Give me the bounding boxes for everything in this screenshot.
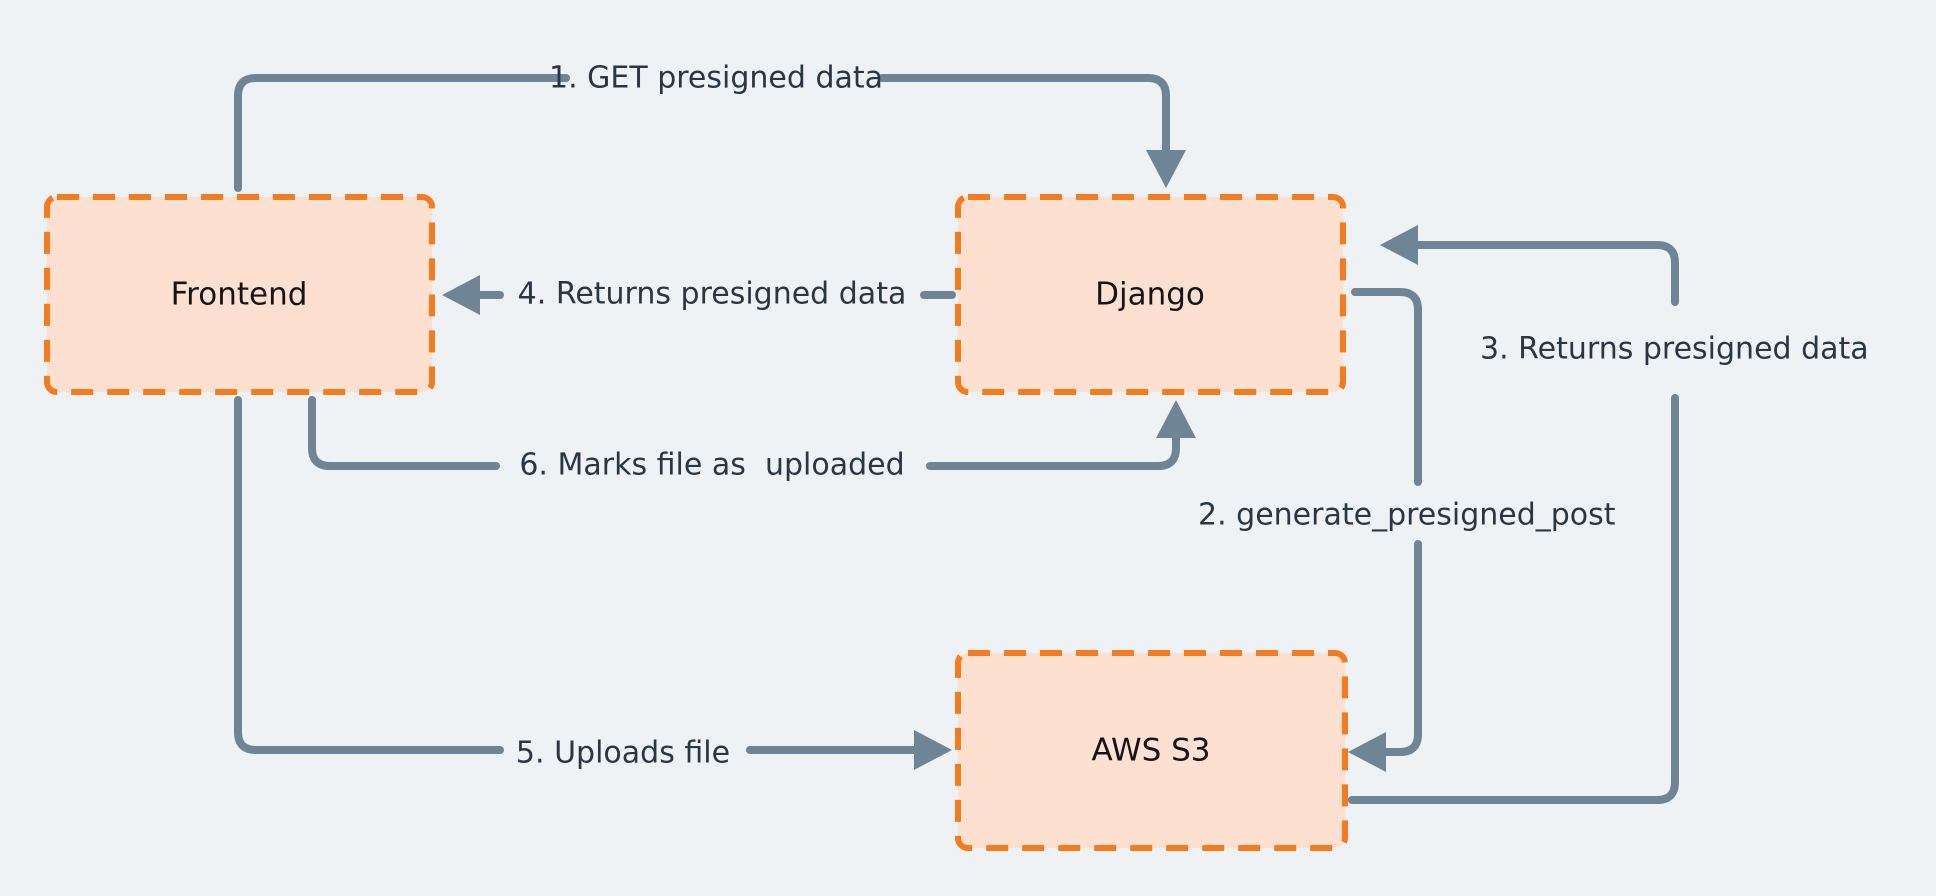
- edge-1-arrowhead: [1146, 150, 1186, 188]
- edge-5-line-down: [234, 396, 504, 754]
- edge-4-returns-presigned-data: 4. Returns presigned data: [442, 275, 956, 315]
- edge-1-get-presigned-data: 1. GET presigned data: [234, 61, 1186, 192]
- node-django-label: Django: [1095, 277, 1205, 313]
- edge-2-generate-presigned-post: 2. generate_presigned_post: [1198, 288, 1616, 772]
- edge-3-label: 3. Returns presigned data: [1480, 332, 1869, 367]
- node-frontend[interactable]: Frontend: [44, 194, 435, 395]
- edge-2-arrowhead: [1348, 732, 1386, 772]
- edge-6-line-right: [926, 424, 1180, 470]
- edge-3-arrowhead: [1380, 225, 1418, 265]
- edge-6-line-left: [308, 396, 500, 470]
- node-django[interactable]: Django: [955, 194, 1346, 395]
- edge-6-arrowhead: [1156, 400, 1196, 438]
- edge-1-line-right: [878, 74, 1170, 166]
- edge-6-marks-file-as-uploaded: 6. Marks file as uploaded: [308, 396, 1196, 483]
- edge-2-line-top: [1351, 288, 1422, 486]
- edge-3-returns-presigned-data: 3. Returns presigned data: [1348, 225, 1869, 804]
- edge-4-arrowhead: [442, 275, 480, 315]
- node-aws-s3[interactable]: AWS S3: [955, 650, 1348, 851]
- edge-3-line-top: [1406, 241, 1679, 306]
- edge-5-arrowhead: [914, 730, 952, 770]
- edge-3-line-bottom: [1348, 394, 1679, 804]
- node-frontend-box[interactable]: [44, 194, 435, 395]
- edge-1-label: 1. GET presigned data: [549, 61, 883, 96]
- edge-2-label: 2. generate_presigned_post: [1198, 498, 1616, 533]
- edge-5-uploads-file: 5. Uploads file: [234, 396, 952, 771]
- edge-4-label: 4. Returns presigned data: [518, 277, 907, 312]
- edge-2-line-bottom: [1374, 540, 1422, 756]
- edge-6-label: 6. Marks file as uploaded: [519, 448, 904, 483]
- edge-5-label: 5. Uploads file: [516, 736, 730, 771]
- node-django-box[interactable]: [955, 194, 1346, 395]
- node-aws-s3-label: AWS S3: [1091, 733, 1210, 769]
- node-frontend-label: Frontend: [171, 277, 308, 313]
- edge-1-line: [234, 74, 570, 192]
- node-aws-s3-box[interactable]: [955, 650, 1348, 851]
